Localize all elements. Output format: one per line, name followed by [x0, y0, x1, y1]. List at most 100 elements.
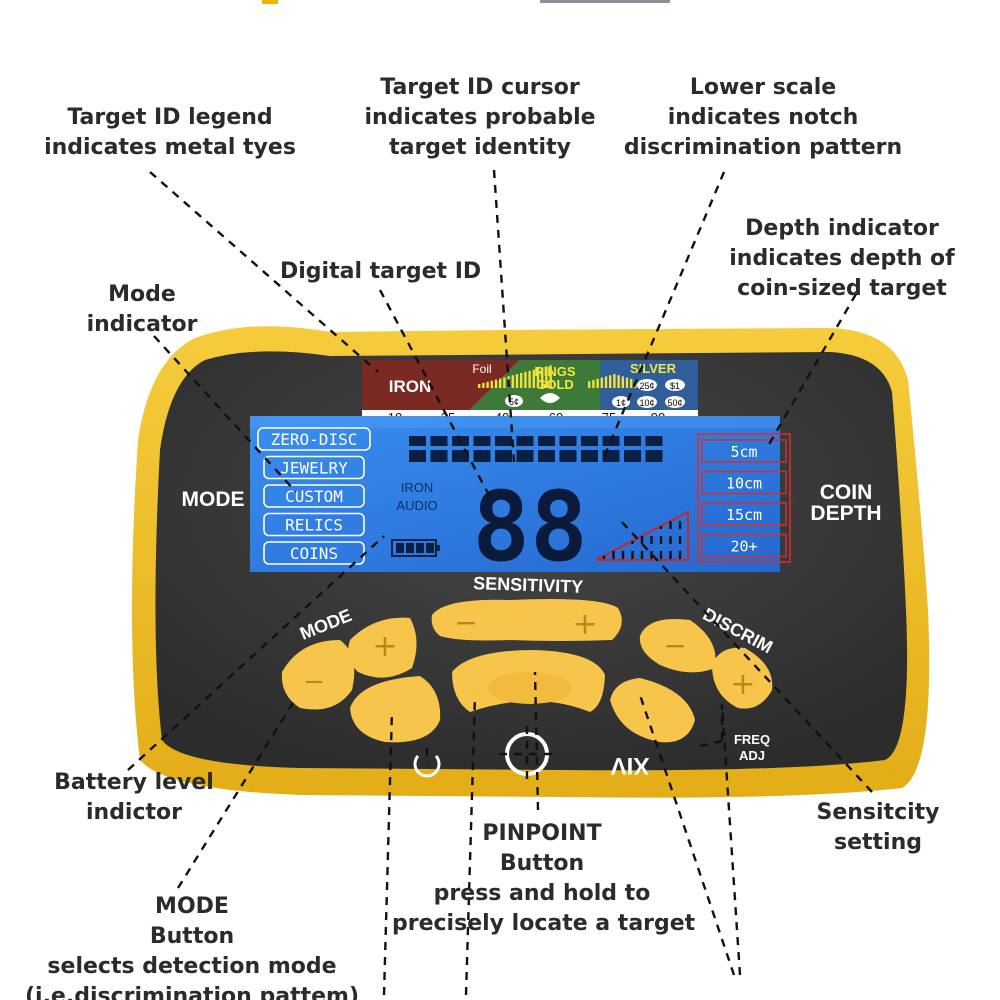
vix-button[interactable] — [610, 678, 695, 743]
coin-1-dollar — [665, 379, 685, 391]
discrim-plus-button[interactable]: + — [712, 647, 773, 709]
segment-bar-top — [495, 436, 512, 446]
ring-icon — [540, 393, 560, 403]
coin-depth-label-2: DEPTH — [810, 502, 881, 525]
segment-bar-bottom — [516, 450, 534, 462]
svg-text:−: − — [454, 606, 477, 639]
segment-bar-bottom — [495, 450, 512, 462]
leader-pinpoint-down — [464, 694, 477, 996]
mode-item-label: ZERO-DISC — [271, 430, 358, 449]
top-fragment-left — [262, 0, 278, 4]
legend-bar — [625, 377, 629, 388]
leader-power-down — [382, 709, 394, 996]
segment-bar-top — [624, 436, 641, 446]
freq-adj-label-2: ADJ — [739, 748, 765, 763]
leader-digital-target-id — [378, 289, 492, 498]
legend-bar — [524, 371, 527, 388]
mode-side-label: MODE — [182, 488, 245, 511]
legend-bar — [630, 378, 633, 388]
legend-bar — [592, 380, 595, 388]
mode-box — [263, 512, 365, 537]
legend-silver: SILVER — [630, 361, 677, 376]
leader-lower-scale — [600, 171, 726, 463]
depth-label: 5cm — [730, 443, 757, 461]
svg-text:10¢: 10¢ — [639, 398, 654, 408]
sensitivity-minus-button[interactable]: − — [431, 599, 510, 641]
legend-bar — [482, 382, 485, 388]
leader-target-id-cursor — [492, 169, 516, 463]
mode-plus-button[interactable]: + — [348, 617, 417, 678]
crosshair-icon — [499, 726, 555, 782]
legend-bar — [596, 378, 599, 388]
depth-label: 20+ — [730, 538, 757, 556]
legend-bar — [545, 366, 548, 388]
callout-sensitivity-setting: Sensitcity setting — [816, 800, 940, 855]
coin-10c — [637, 396, 657, 408]
legend-bar — [520, 373, 523, 388]
legend-bar — [536, 368, 540, 388]
callout-pinpoint: PINPOINT Button press and hold to precis… — [392, 821, 696, 936]
legend-bar — [511, 375, 514, 388]
callout-depth-indicator: Depth indicator indicates depth of coin-… — [729, 216, 955, 301]
depth-indicator: 5cm 10cm 15cm 20+ — [697, 433, 791, 563]
callout-digital-target-id: Digital target ID — [280, 259, 482, 284]
legend-bar — [486, 381, 489, 388]
legend-bar — [613, 374, 616, 388]
callout-target-id-cursor: Target ID cursor indicates probable targ… — [364, 75, 596, 160]
sensitivity-plus-button[interactable]: + — [510, 599, 622, 642]
leader-mode-button — [176, 697, 298, 889]
coin-depth-label-1: COIN — [820, 481, 873, 504]
depth-label: 15cm — [726, 506, 762, 524]
legend-bar — [528, 370, 531, 388]
segment-bar-top — [559, 436, 577, 446]
pinpoint-button[interactable] — [452, 650, 605, 712]
callout-lower-scale: Lower scale indicates notch discriminati… — [623, 75, 903, 160]
segment-bar-top — [645, 436, 663, 446]
freq-adj-bracket — [699, 738, 729, 748]
legend-bar — [532, 369, 535, 388]
freq-adj-label-1: FREQ — [734, 732, 770, 747]
depth-label: 10cm — [726, 475, 762, 493]
segment-bar-bottom — [559, 450, 577, 462]
mode-item-label: COINS — [290, 544, 338, 563]
callout-target-id-legend: Target ID legend indicates metal tyes — [44, 105, 296, 160]
segment-bar-bottom — [581, 450, 598, 462]
svg-text:−: − — [303, 667, 325, 697]
leader-vix-a — [638, 694, 736, 976]
leader-depth-indicator — [766, 293, 858, 447]
digital-target-id-digits: 88 — [472, 471, 588, 583]
coin-50c — [665, 396, 685, 408]
legend-bar — [494, 379, 498, 388]
segment-bar-top — [473, 436, 491, 446]
depth-box — [701, 470, 787, 495]
legend-rings: RINGS — [534, 364, 576, 379]
legend-bar — [600, 377, 603, 388]
legend-foil: Foil — [472, 362, 491, 376]
legend-iron: IRON — [389, 377, 432, 396]
svg-text:25¢: 25¢ — [639, 381, 654, 391]
discrim-minus-button[interactable]: − — [639, 619, 716, 673]
mode-item-label: JEWELRY — [280, 459, 348, 478]
svg-text:50¢: 50¢ — [667, 398, 682, 408]
coin-1c — [612, 396, 630, 408]
mode-item-label: RELICS — [285, 516, 343, 535]
segment-bar-bottom — [409, 450, 426, 462]
power-button[interactable] — [350, 676, 441, 743]
leader-vix-b — [720, 703, 742, 976]
depth-box — [701, 502, 787, 526]
legend-bar — [515, 374, 519, 388]
svg-text:5¢: 5¢ — [509, 397, 519, 407]
segment-bar-bottom — [452, 450, 469, 462]
legend-bar — [490, 380, 493, 388]
mode-minus-button[interactable]: − — [281, 640, 355, 710]
legend-bar — [617, 375, 620, 388]
svg-text:+: + — [372, 629, 397, 664]
sensitivity-triangle — [595, 510, 689, 561]
callout-mode-button: MODE Button selects detection mode (i.e.… — [24, 894, 360, 1000]
legend-bar — [503, 377, 506, 388]
svg-text:+: + — [730, 667, 755, 702]
